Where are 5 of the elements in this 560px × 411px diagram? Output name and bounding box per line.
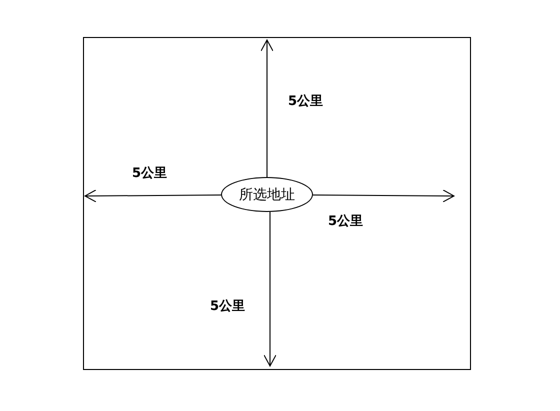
location-ellipse: 所选地址 [221, 177, 313, 212]
distance-label: 5公里 [132, 165, 168, 182]
distance-label: 5公里 [288, 93, 324, 110]
distance-label: 5公里 [328, 213, 364, 230]
distance-label: 5公里 [210, 298, 246, 315]
